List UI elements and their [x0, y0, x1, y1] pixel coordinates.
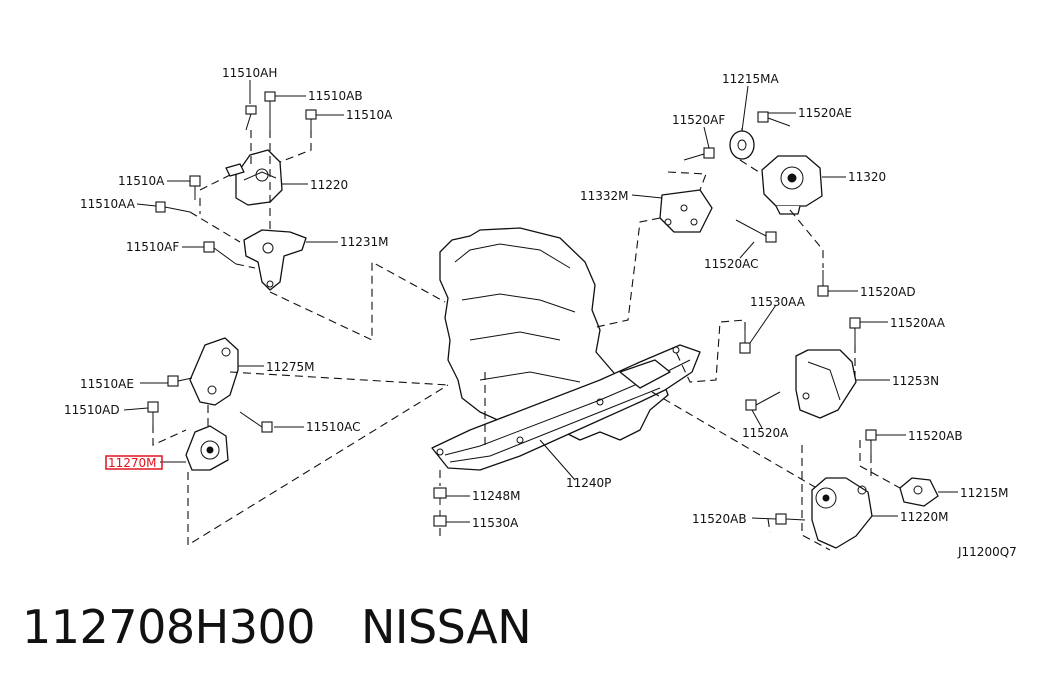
part-number: 112708H300	[22, 600, 316, 654]
bolt-11510af	[203, 241, 237, 265]
bolt-11530a	[433, 510, 447, 527]
label-11530aa: 11530AA	[750, 295, 806, 309]
label-11270m: 11270M	[108, 456, 157, 470]
label-11320: 11320	[848, 170, 886, 184]
bolt-11248m	[433, 487, 447, 505]
label-11510aa: 11510AA	[80, 197, 136, 211]
label-11520ac: 11520AC	[704, 257, 759, 271]
washer-11215ma	[729, 130, 755, 160]
bolt-11510ad	[147, 401, 159, 425]
label-11253n: 11253N	[892, 374, 939, 388]
label-11215ma: 11215MA	[722, 72, 780, 86]
label-11231m: 11231M	[340, 235, 389, 249]
label-11510ac: 11510AC	[306, 420, 361, 434]
crossmember-11240p	[431, 344, 701, 471]
label-11520ab-left: 11520AB	[692, 512, 747, 526]
bolt-11520ab-left	[775, 513, 806, 525]
brand-name: NISSAN	[361, 600, 532, 654]
label-11520ae: 11520AE	[798, 106, 852, 120]
highlight-box	[105, 455, 163, 470]
label-11510ab: 11510AB	[308, 89, 363, 103]
footer-caption: 112708H300 NISSAN	[22, 600, 532, 654]
label-11510a-left: 11510A	[118, 174, 165, 188]
mount-11320	[761, 155, 823, 215]
label-11520a: 11520A	[742, 426, 789, 440]
bolt-11520ad	[817, 270, 829, 297]
label-11215m: 11215M	[960, 486, 1009, 500]
label-11510ah: 11510AH	[222, 66, 277, 80]
leader-lines	[123, 80, 958, 523]
bolt-11520ab-right	[865, 429, 877, 455]
diagram-code: J11200Q7	[957, 545, 1017, 559]
bolt-11520a	[745, 391, 781, 411]
bolt-11510ab	[264, 91, 276, 130]
label-11220: 11220	[310, 178, 348, 192]
bolt-11520af	[683, 147, 715, 161]
bolt-11510ac	[239, 411, 273, 433]
mount-11220	[225, 149, 283, 206]
bolt-11530aa	[739, 330, 751, 354]
label-11240p: 11240P	[566, 476, 611, 490]
label-11530a: 11530A	[472, 516, 519, 530]
bolt-11520aa	[849, 317, 861, 345]
bolt-11510aa	[155, 201, 191, 213]
label-11220m: 11220M	[900, 510, 949, 524]
bracket-11253n	[795, 349, 857, 419]
bolt-11510ae	[167, 375, 193, 387]
bracket-11275m	[189, 337, 239, 406]
label-11520ad: 11520AD	[860, 285, 916, 299]
label-11510af: 11510AF	[126, 240, 179, 254]
bracket-11231m	[243, 229, 307, 291]
bolt-11510ah	[245, 105, 257, 131]
label-11510ae: 11510AE	[80, 377, 134, 391]
mount-11220m	[811, 477, 873, 549]
label-11248m: 11248M	[472, 489, 521, 503]
label-11510ad: 11510AD	[64, 403, 120, 417]
label-11332m: 11332M	[580, 189, 629, 203]
washer-11215m	[899, 477, 939, 507]
bracket-11332m	[659, 189, 713, 233]
bolt-11520ac	[735, 219, 777, 243]
mount-11270m	[185, 425, 229, 471]
label-11510a-top: 11510A	[346, 108, 393, 122]
bolt-11510a-top	[305, 109, 317, 130]
label-11520ab-right: 11520AB	[908, 429, 963, 443]
label-11270m-highlighted: 11270M	[105, 455, 163, 470]
label-11520af: 11520AF	[672, 113, 725, 127]
label-11520aa: 11520AA	[890, 316, 946, 330]
bolt-11520ae	[757, 111, 791, 127]
bolt-11510a-left	[189, 175, 201, 200]
label-11275m: 11275M	[266, 360, 315, 374]
